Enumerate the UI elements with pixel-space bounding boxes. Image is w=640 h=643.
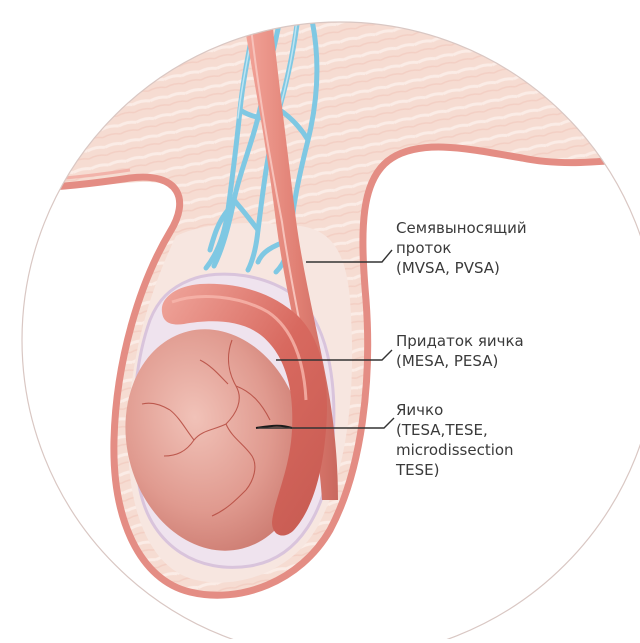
label-testis: Яичко (TESA,TESE, microdissection TESE) bbox=[396, 400, 514, 480]
label-epididymis: Придаток яичка (MESA, PESA) bbox=[396, 331, 524, 371]
label-vas-line3: (MVSA, PVSA) bbox=[396, 258, 527, 278]
label-testis-line1: Яичко bbox=[396, 400, 514, 420]
label-testis-line3: microdissection bbox=[396, 440, 514, 460]
label-vas-deferens: Семявыносящий проток (MVSA, PVSA) bbox=[396, 218, 527, 278]
label-testis-line2: (TESA,TESE, bbox=[396, 420, 514, 440]
label-testis-line4: TESE) bbox=[396, 460, 514, 480]
label-epididymis-line2: (MESA, PESA) bbox=[396, 351, 524, 371]
label-epididymis-line1: Придаток яичка bbox=[396, 331, 524, 351]
label-vas-line2: проток bbox=[396, 238, 527, 258]
label-vas-line1: Семявыносящий bbox=[396, 218, 527, 238]
